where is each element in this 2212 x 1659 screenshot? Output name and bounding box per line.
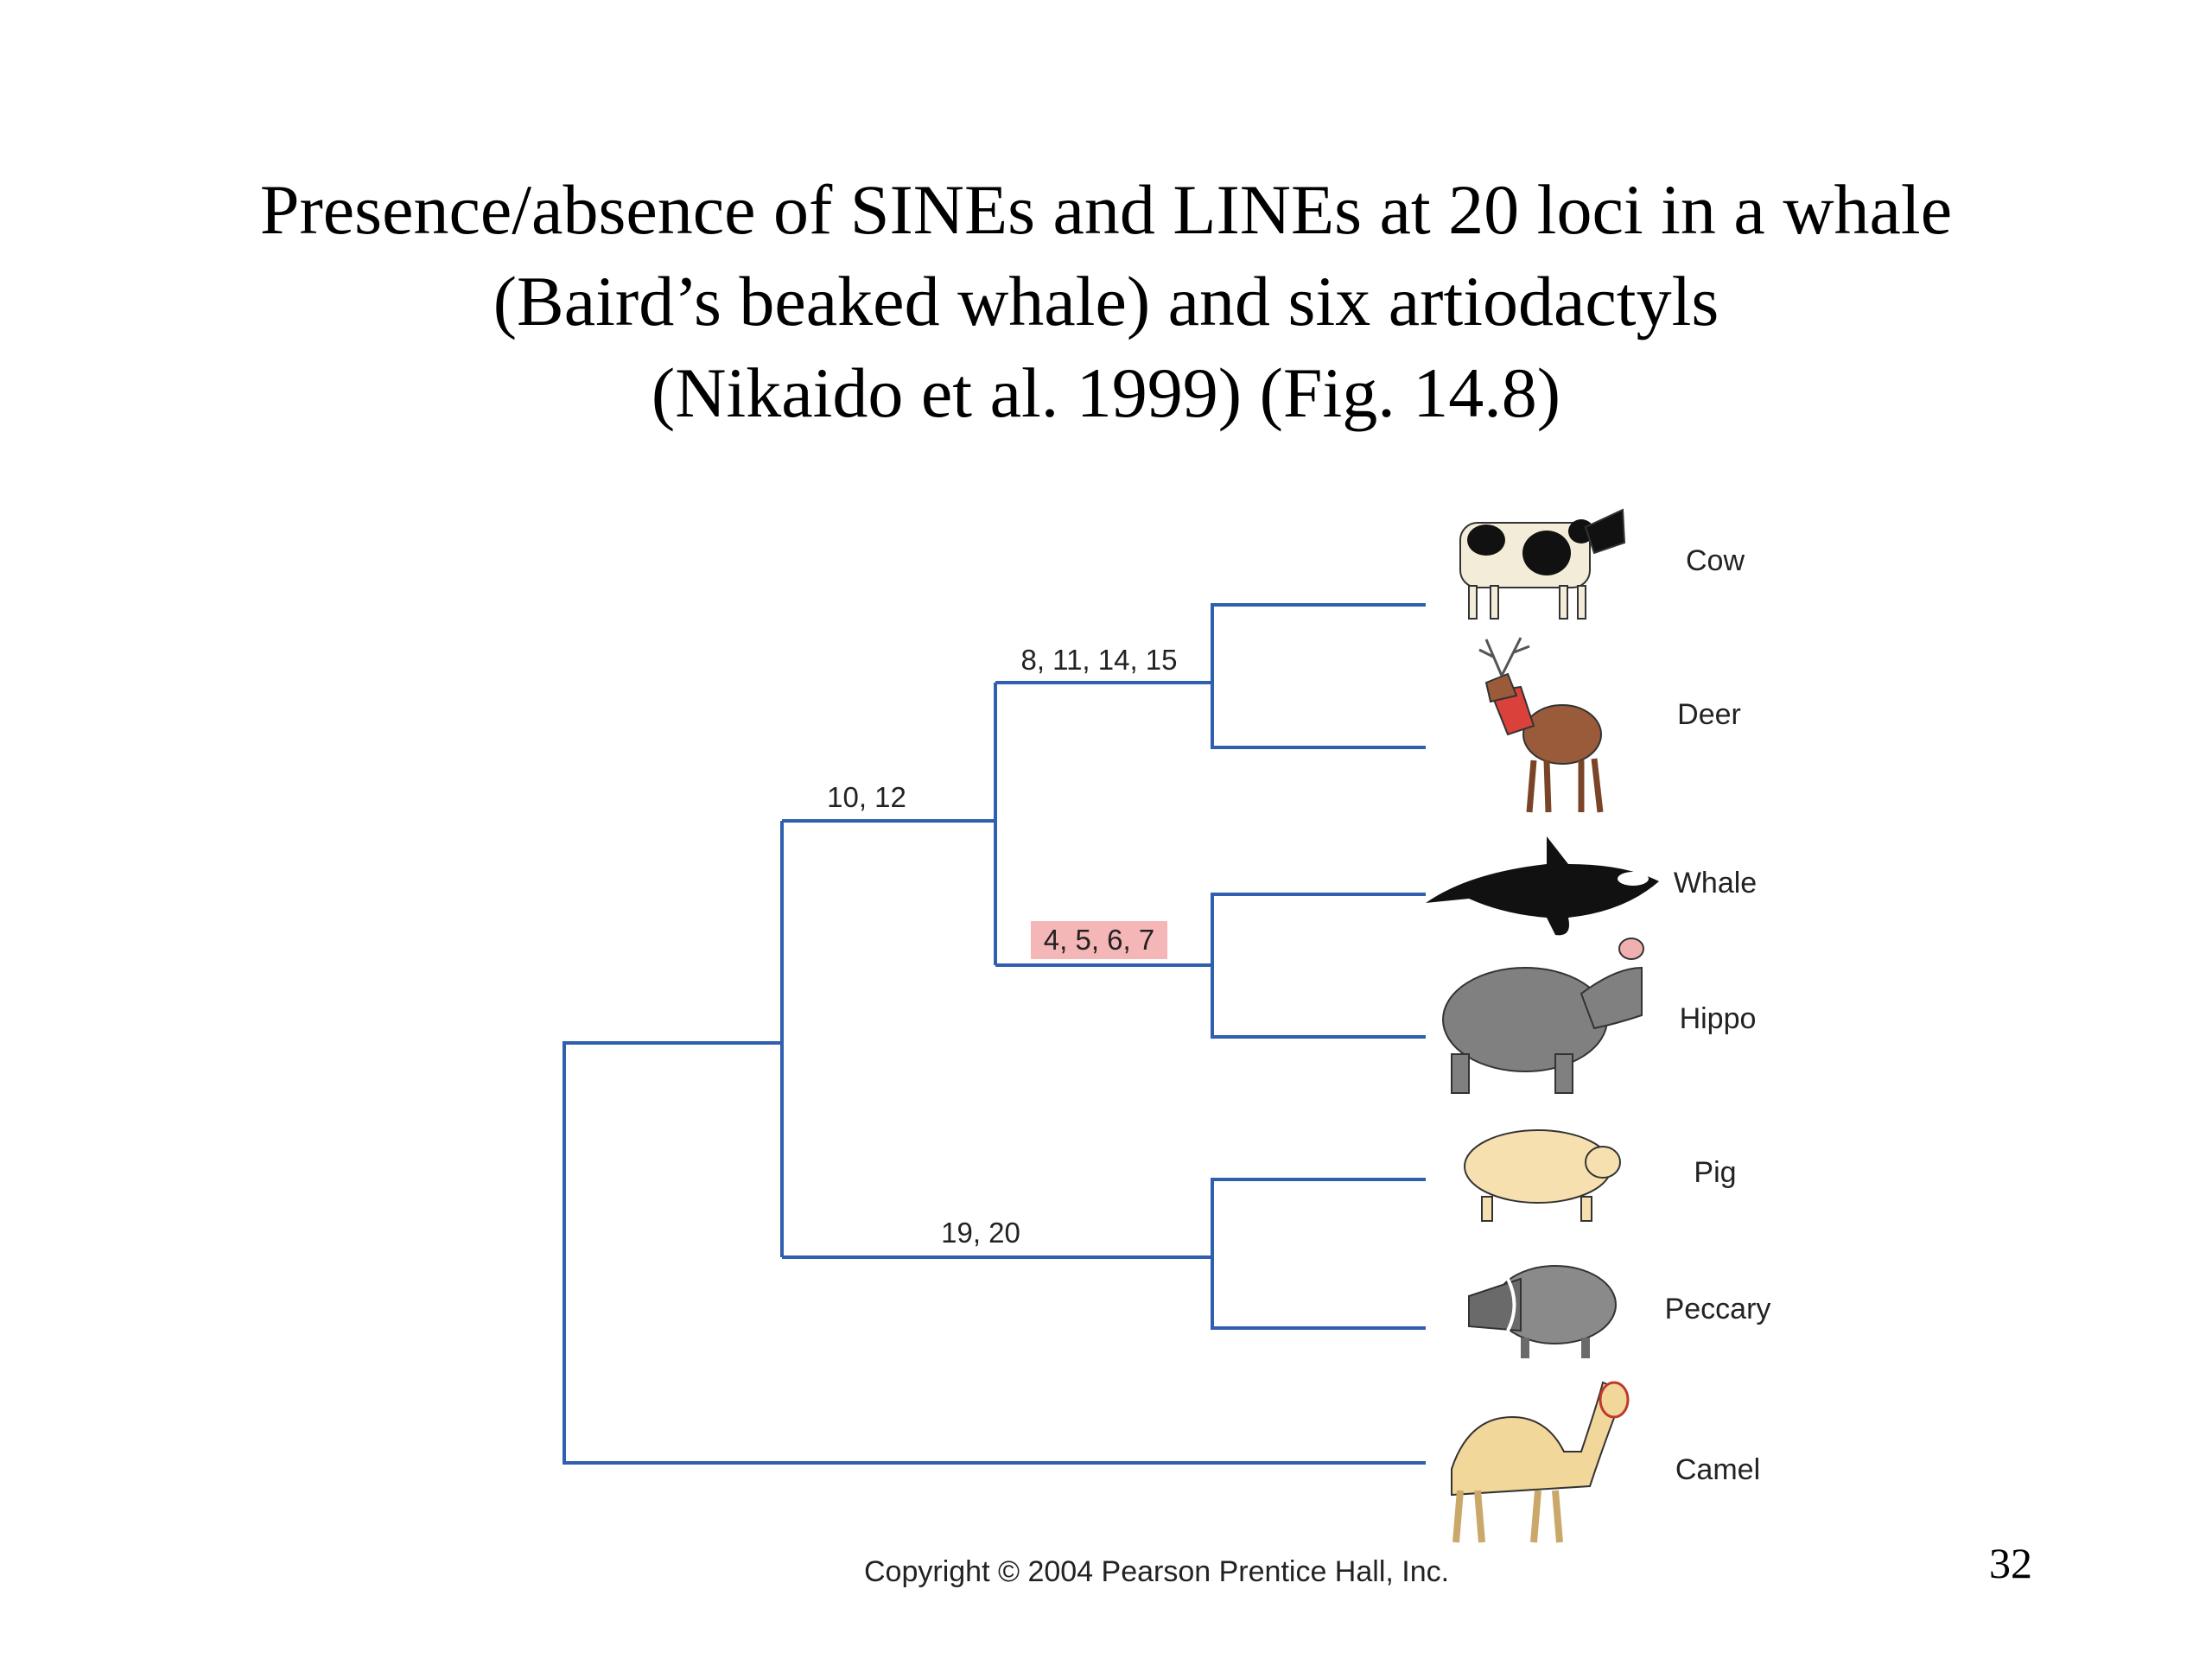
cow-deer-branch [995, 603, 1426, 749]
taxon-label-hippo: Hippo [1680, 1002, 1757, 1035]
branch-label-cetruminantia: 10, 12 [827, 781, 906, 813]
taxon-label-peccary: Peccary [1665, 1293, 1771, 1325]
taxon-label-whale: Whale [1674, 867, 1757, 899]
deer-illustration [1478, 637, 1604, 813]
title-line-3: (Nikaido et al. 1999) (Fig. 14.8) [651, 353, 1561, 432]
branch-label-pig-peccary: 19, 20 [941, 1217, 1020, 1249]
copyright-notice: Copyright © 2004 Pearson Prentice Hall, … [864, 1555, 1450, 1588]
pig-illustration [1464, 1129, 1621, 1222]
whale-hippo-branch [995, 893, 1426, 1039]
cow-illustration [1459, 508, 1626, 620]
camel-illustration [1451, 1381, 1630, 1543]
branch-label-cow-deer: 8, 11, 14, 15 [1020, 644, 1177, 676]
title-line-1: Presence/absence of SINEs and LINEs at 2… [259, 170, 1953, 249]
peccary-illustration [1468, 1265, 1617, 1358]
taxon-label-camel: Camel [1675, 1453, 1760, 1486]
branch-label-whale-hippo: 4, 5, 6, 7 [1044, 924, 1154, 956]
title-line-2: (Baird’s beaked whale) and six artiodact… [493, 262, 1719, 340]
highlight-box [1031, 921, 1167, 959]
whale-illustration [1426, 836, 1659, 936]
slide-title: Presence/absence of SINEs and LINEs at 2… [0, 164, 2212, 439]
pig-peccary-branch [782, 1178, 1426, 1330]
taxon-label-cow: Cow [1686, 544, 1745, 577]
tree-branches [563, 603, 1426, 1465]
taxon-label-pig: Pig [1694, 1156, 1736, 1189]
hippo-illustration [1442, 938, 1644, 1094]
taxon-label-deer: Deer [1677, 698, 1741, 731]
page-number: 32 [1989, 1539, 2032, 1587]
root-branch [563, 1041, 1426, 1465]
